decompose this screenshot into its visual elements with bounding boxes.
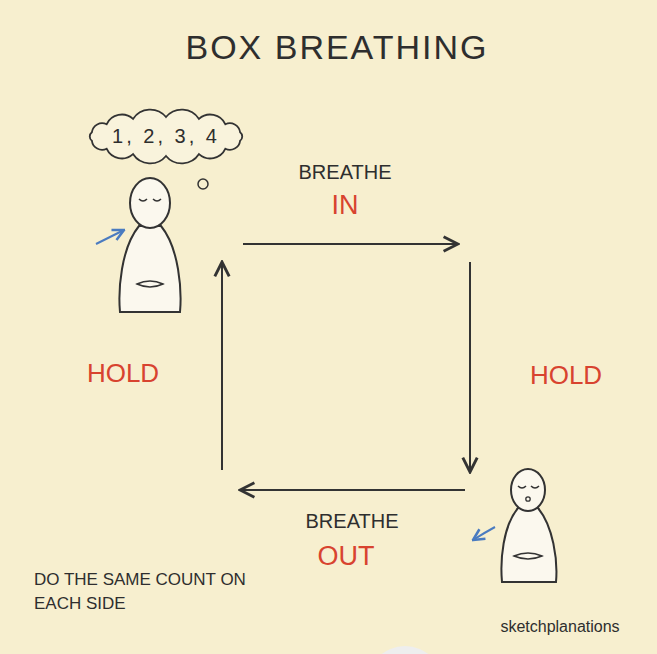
cloud-shape: [90, 109, 242, 163]
closed-eyes: [518, 486, 539, 488]
thought-bubble: 1, 2, 3, 4: [86, 113, 246, 160]
phase-label: BREATHE: [306, 510, 399, 533]
phase-word: OUT: [318, 541, 375, 572]
cycle-arrow: [221, 262, 223, 470]
person-figure: [119, 178, 180, 312]
air-in-arrow: [96, 230, 124, 244]
overlay-circle: [367, 646, 443, 654]
cycle-arrow: [243, 243, 458, 245]
person-hands: [137, 281, 163, 287]
closed-eyes: [139, 199, 161, 201]
person-body: [501, 508, 556, 582]
phase-word: HOLD: [530, 361, 602, 391]
phase-word: HOLD: [87, 359, 159, 389]
person-hands: [514, 553, 542, 559]
person-body: [119, 226, 180, 312]
phase-label: BREATHE: [299, 161, 392, 184]
cycle-arrow: [240, 489, 465, 491]
phase-word: IN: [332, 190, 359, 221]
cycle-arrow: [469, 262, 471, 472]
thought-dot: [198, 179, 208, 189]
person-head: [130, 178, 170, 228]
mouth: [526, 497, 530, 501]
diagram-title: BOX BREATHING: [185, 28, 488, 67]
person-figure: [501, 469, 556, 582]
person-head: [511, 469, 545, 511]
air-out-arrow: [473, 527, 495, 540]
count-text: 1, 2, 3, 4: [112, 125, 220, 148]
instruction-note: DO THE SAME COUNT ON EACH SIDE: [34, 568, 266, 616]
watermark: sketchplanations: [500, 618, 619, 636]
